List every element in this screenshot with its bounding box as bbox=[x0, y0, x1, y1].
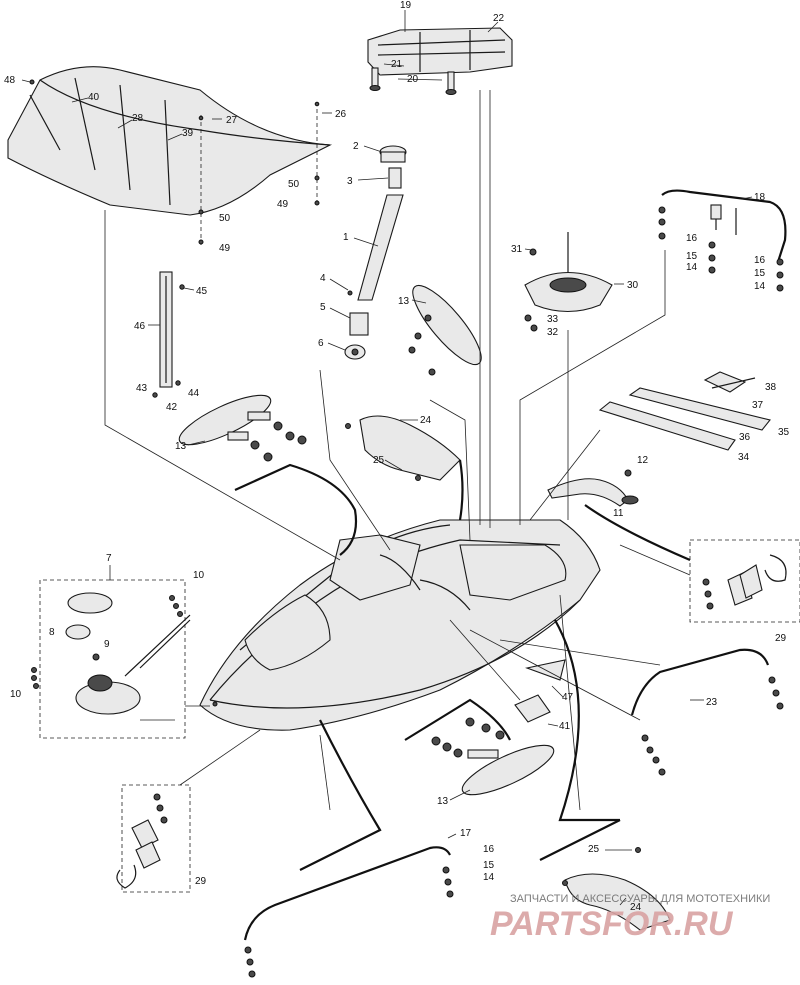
callout-40: 40 bbox=[88, 92, 100, 103]
horn-group bbox=[31, 565, 191, 739]
callout-49-left: 49 bbox=[219, 243, 231, 254]
callout-36: 36 bbox=[739, 432, 751, 443]
callout-13-bottom: 13 bbox=[437, 796, 449, 807]
callout-23: 23 bbox=[706, 697, 718, 708]
callout-50-left: 50 bbox=[219, 213, 231, 224]
reference-curves bbox=[234, 459, 691, 871]
callout-19: 19 bbox=[400, 0, 412, 11]
callout-25-top: 25 bbox=[373, 455, 385, 466]
callout-4: 4 bbox=[320, 273, 326, 284]
callout-17: 17 bbox=[460, 828, 472, 839]
callout-12: 12 bbox=[637, 455, 649, 466]
callout-30: 30 bbox=[627, 280, 639, 291]
callout-3: 3 bbox=[347, 176, 353, 187]
brackets bbox=[598, 371, 771, 451]
callout-39: 39 bbox=[182, 128, 194, 139]
cleat-group-right bbox=[689, 539, 800, 623]
seat-lower bbox=[562, 847, 671, 931]
seat bbox=[345, 415, 461, 481]
callout-10-left: 10 bbox=[10, 689, 22, 700]
steering-wheel-upper bbox=[408, 284, 482, 376]
callout-7: 7 bbox=[106, 553, 112, 564]
callout-31: 31 bbox=[511, 244, 523, 255]
callout-1: 1 bbox=[343, 232, 349, 243]
cleat-group-left bbox=[116, 784, 191, 893]
callout-15-right-upper: 15 bbox=[686, 251, 698, 262]
console-base bbox=[524, 232, 613, 332]
callout-28: 28 bbox=[132, 113, 144, 124]
windshield-hardware bbox=[198, 101, 320, 245]
callout-49-right: 49 bbox=[277, 199, 289, 210]
callout-16-bottom: 16 bbox=[483, 844, 495, 855]
callout-42: 42 bbox=[166, 402, 178, 413]
callout-9: 9 bbox=[104, 639, 110, 650]
callout-44: 44 bbox=[188, 388, 200, 399]
callout-14-bottom: 14 bbox=[483, 872, 495, 883]
steering-wheel-left bbox=[178, 394, 307, 462]
rail-top-right bbox=[658, 189, 787, 292]
callout-22: 22 bbox=[493, 13, 505, 24]
tower-top bbox=[367, 27, 513, 95]
callout-33: 33 bbox=[547, 314, 559, 325]
callout-26: 26 bbox=[335, 109, 347, 120]
callout-50-right: 50 bbox=[288, 179, 300, 190]
callout-25-bottom: 25 bbox=[588, 844, 600, 855]
callout-46: 46 bbox=[134, 321, 146, 332]
callout-20: 20 bbox=[407, 74, 419, 85]
callout-13-left: 13 bbox=[175, 441, 187, 452]
callout-14-right-far: 14 bbox=[754, 281, 766, 292]
callout-32: 32 bbox=[547, 327, 559, 338]
boat-hull bbox=[199, 519, 601, 731]
callout-24-bottom: 24 bbox=[630, 902, 642, 913]
callout-18: 18 bbox=[754, 192, 766, 203]
steering-wheel-lower bbox=[431, 717, 555, 796]
callout-8: 8 bbox=[49, 627, 55, 638]
callout-43: 43 bbox=[136, 383, 148, 394]
callout-2: 2 bbox=[353, 141, 359, 152]
callout-10-top: 10 bbox=[193, 570, 205, 581]
callout-48: 48 bbox=[4, 75, 16, 86]
callout-5: 5 bbox=[320, 302, 326, 313]
rail-17 bbox=[243, 846, 454, 978]
callout-21: 21 bbox=[391, 59, 403, 70]
callout-11: 11 bbox=[613, 508, 624, 519]
callout-34: 34 bbox=[738, 452, 750, 463]
callout-35: 35 bbox=[778, 427, 790, 438]
callout-16-right-far: 16 bbox=[754, 255, 766, 266]
callout-38: 38 bbox=[765, 382, 777, 393]
pad-41 bbox=[514, 694, 551, 723]
watermark-subtitle: ЗАПЧАСТИ И АКСЕССУАРЫ ДЛЯ МОТОТЕХНИКИ bbox=[510, 893, 770, 905]
callout-29-right: 29 bbox=[775, 633, 787, 644]
callout-15-bottom: 15 bbox=[483, 860, 495, 871]
callout-6: 6 bbox=[318, 338, 324, 349]
callout-45: 45 bbox=[196, 286, 208, 297]
callout-16-right-upper: 16 bbox=[686, 233, 698, 244]
watermark: ЗАПЧАСТИ И АКСЕССУАРЫ ДЛЯ МОТОТЕХНИКИ PA… bbox=[490, 893, 770, 943]
leader-lines bbox=[104, 90, 691, 811]
callout-37: 37 bbox=[752, 400, 764, 411]
callout-13-top: 13 bbox=[398, 296, 410, 307]
drain-hose bbox=[547, 469, 639, 507]
watermark-logo: PARTSFOR.RU bbox=[490, 905, 734, 943]
grab-handle bbox=[152, 271, 185, 398]
callout-15-right-far: 15 bbox=[754, 268, 766, 279]
steering-column bbox=[344, 145, 407, 360]
callout-27: 27 bbox=[226, 115, 238, 126]
callout-29-left: 29 bbox=[195, 876, 207, 887]
callout-14-right-upper: 14 bbox=[686, 262, 698, 273]
callout-47: 47 bbox=[562, 692, 574, 703]
rail-23 bbox=[630, 648, 784, 776]
windshield bbox=[7, 66, 333, 216]
callout-24-top: 24 bbox=[420, 415, 432, 426]
callout-41: 41 bbox=[559, 721, 571, 732]
